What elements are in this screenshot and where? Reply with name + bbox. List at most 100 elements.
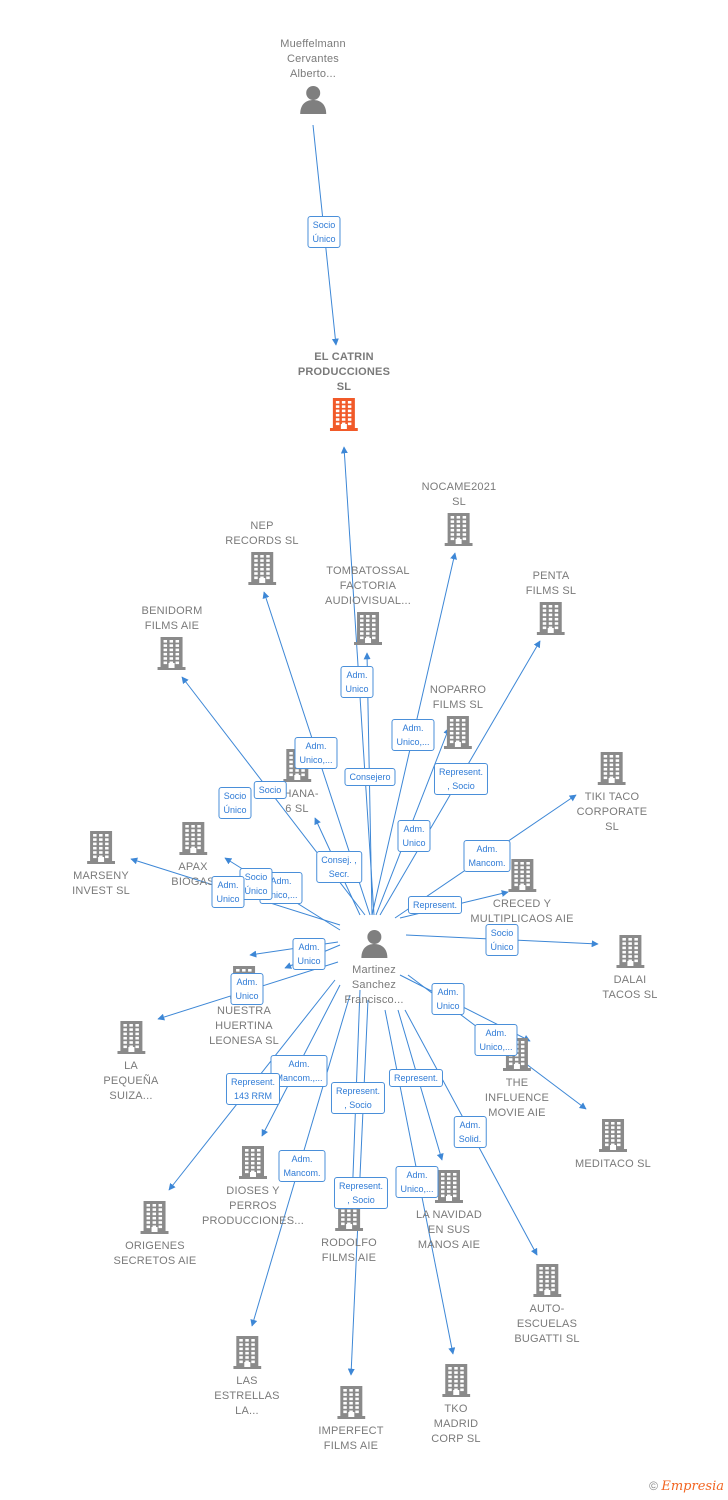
edge-label-adm-unico-nocame[interactable]: Adm. Unico (397, 820, 431, 852)
node-noparro[interactable]: NOPARRO FILMS SL (430, 683, 486, 754)
edge-label-adm-unico-noparro[interactable]: Adm. Unico,... (391, 719, 435, 751)
person-icon (280, 84, 346, 119)
edge-label-adm-unico-tomba[interactable]: Adm. Unico (340, 666, 374, 698)
node-penta[interactable]: PENTA FILMS SL (526, 569, 577, 640)
building-icon (470, 858, 573, 897)
node-label: EL CATRIN PRODUCCIONES SL (297, 351, 391, 393)
node-tko[interactable]: TKO MADRID CORP SL (431, 1361, 481, 1447)
edge-label-represent-socio-imperfect[interactable]: Represent. , Socio (333, 1177, 389, 1209)
building-icon (202, 1145, 304, 1184)
edge-label-adm-unico-meditaco[interactable]: Adm. Unico,... (474, 1024, 518, 1056)
node-creced[interactable]: CRECED Y MULTIPLICAOS AIE (470, 856, 573, 927)
person-icon (344, 928, 403, 963)
copyright-symbol: © (649, 1479, 659, 1493)
node-origenes[interactable]: ORIGENES SECRETOS AIE (114, 1198, 197, 1269)
node-label: THE INFLUENCE MOVIE AIE (484, 1077, 550, 1119)
edge-label-adm-solid[interactable]: Adm. Solid. (453, 1116, 487, 1148)
node-label: PENTA FILMS SL (525, 570, 577, 597)
node-rodolfo[interactable]: RODOLFO FILMS AIE (321, 1195, 377, 1266)
node-benidorm[interactable]: BENIDORM FILMS AIE (142, 604, 203, 675)
building-icon (577, 751, 648, 790)
building-icon (171, 821, 214, 860)
edge-label-represent-creced[interactable]: Represent. (407, 896, 463, 914)
node-tombatossal[interactable]: TOMBATOSSAL FACTORIA AUDIOVISUAL... (325, 564, 411, 650)
building-icon (602, 934, 657, 973)
node-mueffelmann[interactable]: Mueffelmann Cervantes Alberto... (280, 37, 346, 119)
node-dalai[interactable]: DALAI TACOS SL (602, 932, 657, 1003)
node-label: NEP RECORDS SL (225, 520, 299, 547)
edge-label-adm-unico-nep[interactable]: Adm. Unico,... (294, 737, 338, 769)
edge-label-socio-unico-dalai[interactable]: Socio Único (485, 924, 519, 956)
node-meditaco[interactable]: MEDITACO SL (575, 1116, 651, 1172)
node-label: TOMBATOSSAL FACTORIA AUDIOVISUAL... (325, 565, 411, 607)
node-label: ORIGENES SECRETOS AIE (113, 1240, 197, 1267)
node-label: MARSENY INVEST SL (72, 870, 130, 897)
node-label: LAS ESTRELLAS LA... (214, 1375, 280, 1417)
brand-logo[interactable]: Empresia (661, 1479, 724, 1494)
node-navidad[interactable]: LA NAVIDAD EN SUS MANOS AIE (416, 1167, 482, 1253)
node-label: NUESTRA HUERTINA LEONESA SL (209, 1005, 279, 1047)
edge-label-adm-mancom-tiki[interactable]: Adm. Mancom. (463, 840, 511, 872)
node-label: AUTO- ESCUELAS BUGATTI SL (514, 1303, 580, 1345)
edge-label-adm-unico-marseny[interactable]: Adm. Unico (211, 876, 245, 908)
node-label: LA NAVIDAD EN SUS MANOS AIE (416, 1209, 482, 1251)
node-martinez[interactable]: Martinez Sanchez Francisco... (344, 926, 403, 1008)
building-icon (318, 1385, 383, 1424)
node-estrellas[interactable]: LAS ESTRELLAS LA... (214, 1333, 279, 1419)
building-icon (526, 601, 577, 640)
building-icon (325, 611, 411, 650)
node-label: NOCAME2021 SL (421, 481, 497, 508)
node-catrin[interactable]: EL CATRIN PRODUCCIONES SL (298, 350, 390, 436)
node-label: DIOSES Y PERROS PRODUCCIONES... (201, 1185, 305, 1227)
edge-label-consej-secr[interactable]: Consej. , Secr. (316, 851, 362, 883)
edge-label-represent-socio-penta[interactable]: Represent. , Socio (433, 763, 489, 795)
edge-label-socio-chana[interactable]: Socio (253, 781, 287, 799)
edge-label-represent-socio-rodolfo[interactable]: Represent. , Socio (330, 1082, 386, 1114)
building-icon (416, 1169, 482, 1208)
node-nocame[interactable]: NOCAME2021 SL (422, 480, 497, 551)
node-apax[interactable]: APAX BIOGAS (171, 819, 214, 890)
node-label: APAX BIOGAS (171, 861, 215, 888)
building-icon (298, 397, 390, 436)
building-icon (72, 830, 130, 869)
node-dioses[interactable]: DIOSES Y PERROS PRODUCCIONES... (202, 1143, 304, 1229)
node-label: Mueffelmann Cervantes Alberto... (280, 38, 346, 80)
building-icon (422, 512, 497, 551)
node-autoescuelas[interactable]: AUTO- ESCUELAS BUGATTI SL (514, 1261, 579, 1347)
building-icon (575, 1118, 651, 1157)
edge-label-adm-unico-pequena[interactable]: Adm. Unico (230, 973, 264, 1005)
node-label: RODOLFO FILMS AIE (321, 1237, 377, 1264)
building-icon (142, 636, 203, 675)
edge-label-represent-navidad[interactable]: Represent. (388, 1069, 444, 1087)
node-label: NOPARRO FILMS SL (429, 684, 487, 711)
building-icon (114, 1200, 197, 1239)
building-icon (430, 715, 486, 754)
building-icon (431, 1363, 481, 1402)
edge-label-adm-unico-tko[interactable]: Adm. Unico,... (395, 1166, 439, 1198)
building-icon (103, 1020, 158, 1059)
node-label: BENIDORM FILMS AIE (141, 605, 203, 632)
footer: © Empresia (649, 1479, 724, 1494)
building-icon (214, 1335, 279, 1374)
node-tiki[interactable]: TIKI TACO CORPORATE SL (577, 749, 648, 835)
building-icon (225, 551, 299, 590)
node-label: TKO MADRID CORP SL (431, 1403, 481, 1445)
building-icon (514, 1263, 579, 1302)
node-label: MEDITACO SL (575, 1158, 651, 1170)
edge-label-adm-unico-nuestra[interactable]: Adm. Unico (292, 938, 326, 970)
edge-label-adm-unico-influence[interactable]: Adm. Unico (431, 983, 465, 1015)
edge-label-socio-unico-benidorm[interactable]: Socio Único (218, 787, 252, 819)
node-imperfect[interactable]: IMPERFECT FILMS AIE (318, 1383, 383, 1454)
node-label: DALAI TACOS SL (602, 974, 658, 1001)
edge-label-adm-mancom-estrellas[interactable]: Adm. Mancom. (278, 1150, 326, 1182)
edge-label-consejero[interactable]: Consejero (344, 768, 396, 786)
node-label: Martinez Sanchez Francisco... (344, 964, 404, 1006)
node-marseny[interactable]: MARSENY INVEST SL (72, 828, 130, 899)
node-label: IMPERFECT FILMS AIE (318, 1425, 384, 1452)
edge-label-represent-143[interactable]: Represent. 143 RRM (225, 1073, 281, 1105)
edge-label-socio-unico-top[interactable]: Socio Único (307, 216, 341, 248)
node-label: TIKI TACO CORPORATE SL (576, 791, 648, 833)
node-label: CRECED Y MULTIPLICAOS AIE (470, 898, 574, 925)
node-pequena[interactable]: LA PEQUEÑA SUIZA... (103, 1018, 158, 1104)
node-nep[interactable]: NEP RECORDS SL (225, 519, 299, 590)
